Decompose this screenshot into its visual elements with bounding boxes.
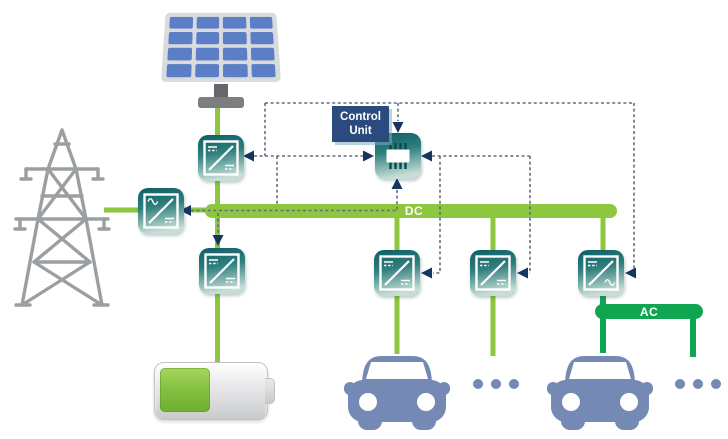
- ac-bus-bar: [595, 304, 703, 319]
- control-signal-lines: [191, 102, 635, 274]
- battery-charge-level: [160, 368, 210, 412]
- electric-car-1-icon: [344, 356, 450, 430]
- dc-bus-label: DC: [404, 203, 424, 218]
- solar-panel-base: [198, 97, 244, 108]
- battery-icon: [154, 362, 275, 420]
- ac-bus-label: AC: [639, 304, 659, 319]
- battery-converter-icon: [199, 248, 245, 294]
- grid-converter-icon: [138, 188, 184, 234]
- more-ac-loads-ellipsis: [675, 379, 721, 389]
- solar-panel-icon: [152, 4, 290, 108]
- solar-panel-pole: [214, 84, 228, 100]
- microcontroller-icon: [375, 133, 421, 179]
- battery-terminal: [265, 378, 275, 404]
- transmission-tower-icon: [13, 128, 111, 307]
- signal-arrowheads: [180, 122, 636, 279]
- ev-converter-2-icon: [470, 250, 516, 296]
- dc-bus-bar: [205, 204, 617, 218]
- inverter-icon: [578, 250, 624, 296]
- control-unit-label: Control Unit: [340, 110, 381, 137]
- ev-converter-1-icon: [374, 250, 420, 296]
- more-dc-loads-ellipsis: [473, 379, 519, 389]
- solar-panel-cells: [161, 12, 281, 83]
- control-unit-box: Control Unit: [332, 106, 389, 142]
- solar-converter-icon: [198, 135, 244, 181]
- electric-car-2-icon: [547, 356, 653, 430]
